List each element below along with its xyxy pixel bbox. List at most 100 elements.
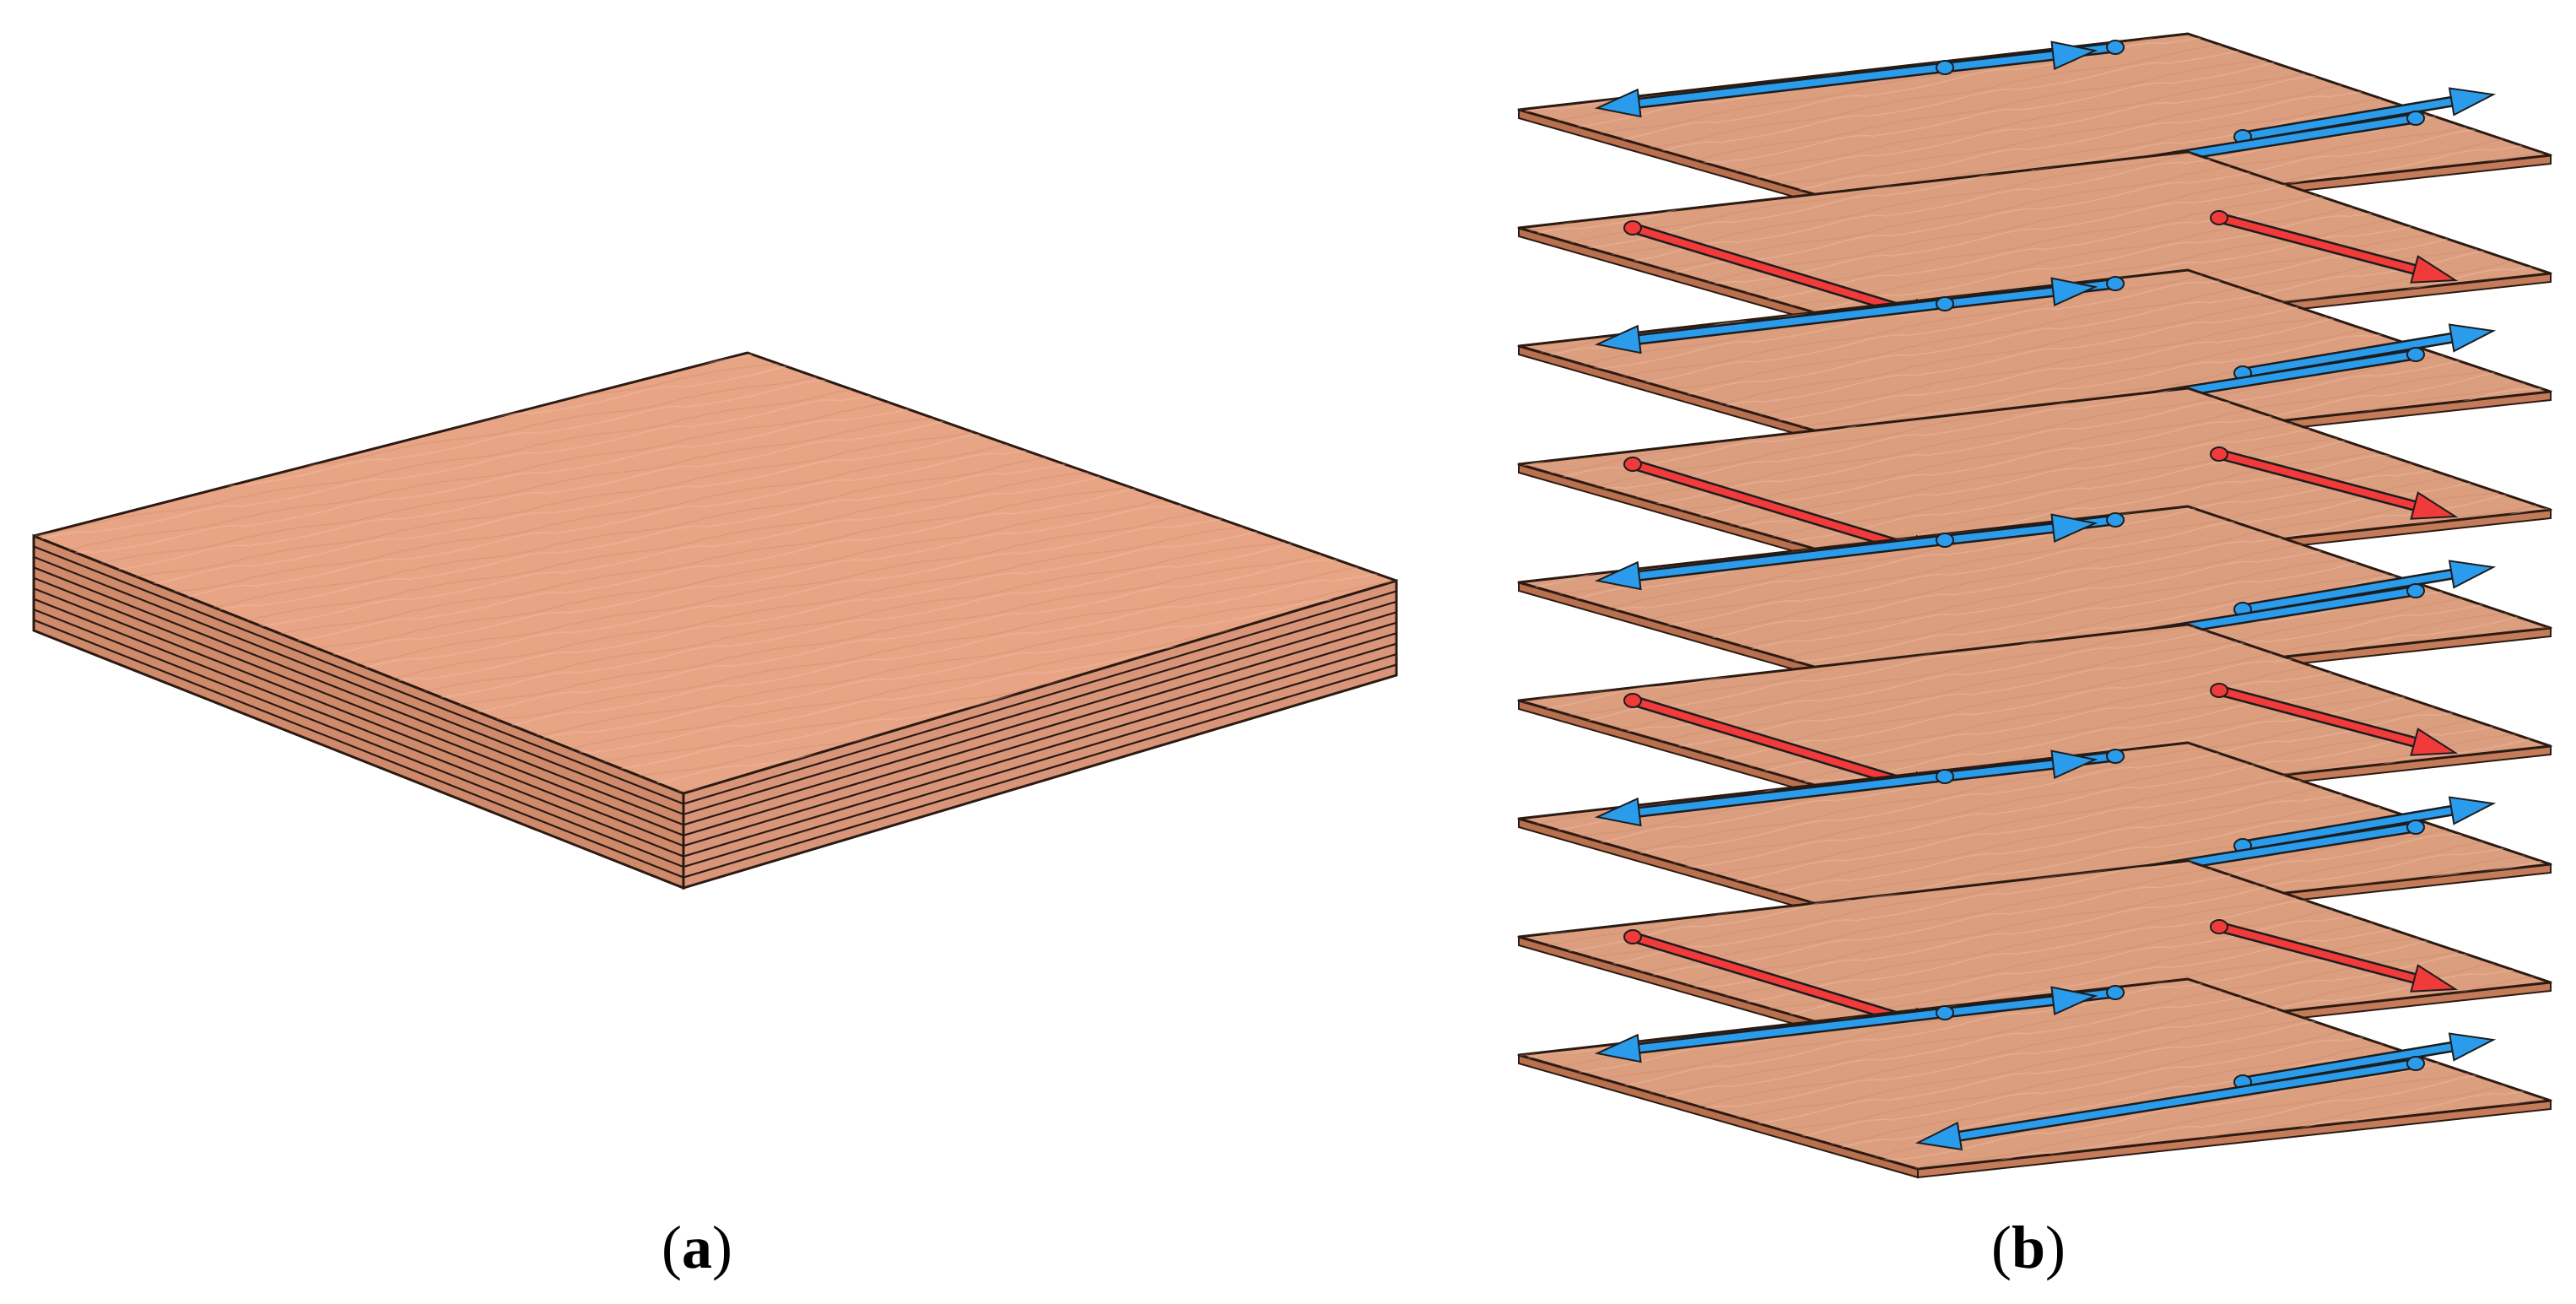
layer-grain (1519, 625, 2551, 814)
caption-b: (b) (1990, 1214, 2066, 1281)
caption-a: (a) (662, 1214, 732, 1281)
arrow-shaft (1941, 524, 2057, 544)
layer-grain (1519, 506, 2551, 696)
arrow-head (1594, 560, 1642, 591)
arrow-head (1914, 1121, 1963, 1151)
blue-arrow (1936, 749, 2098, 784)
arrow-head (1594, 797, 1642, 827)
arrow-shaft (1941, 288, 2057, 307)
arrow-head (2410, 728, 2459, 756)
red-arrow (2210, 919, 2459, 993)
laminate-layer (1517, 977, 2552, 1179)
arrow-tail (2106, 512, 2125, 528)
laminate-layer (1517, 741, 2552, 943)
arrow-head (1594, 324, 1642, 354)
blue-arrow (2233, 560, 2497, 617)
arrow-tail (2106, 40, 2125, 55)
arrow-tail (2106, 276, 2125, 291)
arrow-head (2050, 277, 2098, 306)
slab-top-grain (34, 353, 1396, 793)
arrow-tail (2406, 111, 2425, 126)
arrow-shaft (2216, 687, 2418, 746)
arrow-shaft (1629, 697, 1917, 789)
arrow-tail (1936, 60, 1954, 75)
laminate-layer (1517, 268, 2552, 470)
blue-arrow (2233, 87, 2497, 144)
layer-grain (1519, 34, 2551, 224)
arrow-tail (1936, 533, 1954, 548)
arrow-tail (1623, 220, 1642, 235)
arrow-tail (2406, 347, 2425, 362)
slab-layer-line (33, 619, 1397, 879)
caption-b-letter: b (2011, 1214, 2046, 1281)
red-arrow (2210, 446, 2459, 520)
slab-layer-line (33, 566, 1397, 826)
arrow-tail (2106, 985, 2125, 1000)
blue-arrow (1936, 986, 2098, 1020)
arrow-shaft (2239, 334, 2455, 376)
arrow-tail (2210, 683, 2228, 698)
slab-layer-line (33, 609, 1397, 868)
red-arrow (2210, 210, 2459, 284)
arrow-head (2410, 964, 2459, 993)
caption-a-letter: a (682, 1214, 712, 1281)
layer-grain (1519, 152, 2551, 342)
layer-grain (1519, 743, 2551, 933)
arrow-tail (1623, 693, 1642, 708)
arrow-head (2410, 491, 2459, 520)
arrow-head (2448, 1032, 2497, 1062)
slab-layer-line (33, 587, 1397, 847)
arrow-shaft (2216, 214, 2418, 273)
layer-grain (1519, 861, 2551, 1051)
blue-arrow (1936, 41, 2098, 75)
laminate-layer (1517, 387, 2552, 588)
arrow-shaft (2239, 807, 2455, 849)
arrow-tail (1936, 769, 1954, 784)
arrow-shaft (1629, 461, 1917, 553)
laminate-layer (1517, 150, 2552, 352)
arrow-shaft (1629, 225, 1917, 317)
arrow-tail (1623, 929, 1642, 944)
arrow-tail (1936, 1005, 1954, 1020)
arrow-tail (2106, 749, 2125, 764)
arrow-tail (1623, 457, 1642, 472)
arrow-head (2050, 513, 2098, 543)
arrow-tail (2406, 1056, 2425, 1071)
layer-grain (1519, 388, 2551, 578)
arrow-tail (2406, 583, 2425, 598)
arrow-head (2410, 255, 2459, 284)
arrow-shaft (2216, 451, 2418, 510)
arrow-head (2448, 87, 2497, 116)
slab-layer-line (33, 576, 1397, 836)
arrow-shaft (2239, 1043, 2455, 1085)
blue-arrow (1936, 513, 2098, 548)
arrow-tail (2210, 446, 2228, 462)
stacked-laminate-panel-a (32, 351, 1398, 890)
slab-layer-line (33, 598, 1397, 858)
arrow-shaft (2239, 98, 2455, 140)
arrow-tail (2406, 820, 2425, 835)
arrow-shaft (1629, 933, 1917, 1025)
blue-arrow (2233, 1032, 2497, 1090)
arrow-head (2448, 796, 2497, 825)
slab-layer-line (33, 555, 1397, 816)
arrow-shaft (2239, 571, 2455, 613)
arrow-head (1594, 1033, 1642, 1063)
arrow-shaft (1956, 1060, 2419, 1140)
arrow-head (2448, 323, 2497, 353)
arrow-tail (2210, 919, 2228, 934)
arrow-shaft (1941, 997, 2057, 1016)
arrow-head (2448, 560, 2497, 589)
layer-grain (1519, 979, 2551, 1169)
arrow-shaft (1941, 760, 2057, 780)
arrow-shaft (2216, 923, 2418, 982)
exploded-layers-panel-b (1517, 32, 2552, 1179)
blue-arrow (1914, 1056, 2425, 1151)
arrow-tail (1936, 296, 1954, 311)
laminate-layer (1517, 859, 2552, 1061)
slab-layer-lines (33, 545, 1397, 879)
arrow-head (2050, 41, 2098, 70)
arrow-tail (2210, 210, 2228, 225)
layer-grain (1519, 270, 2551, 460)
